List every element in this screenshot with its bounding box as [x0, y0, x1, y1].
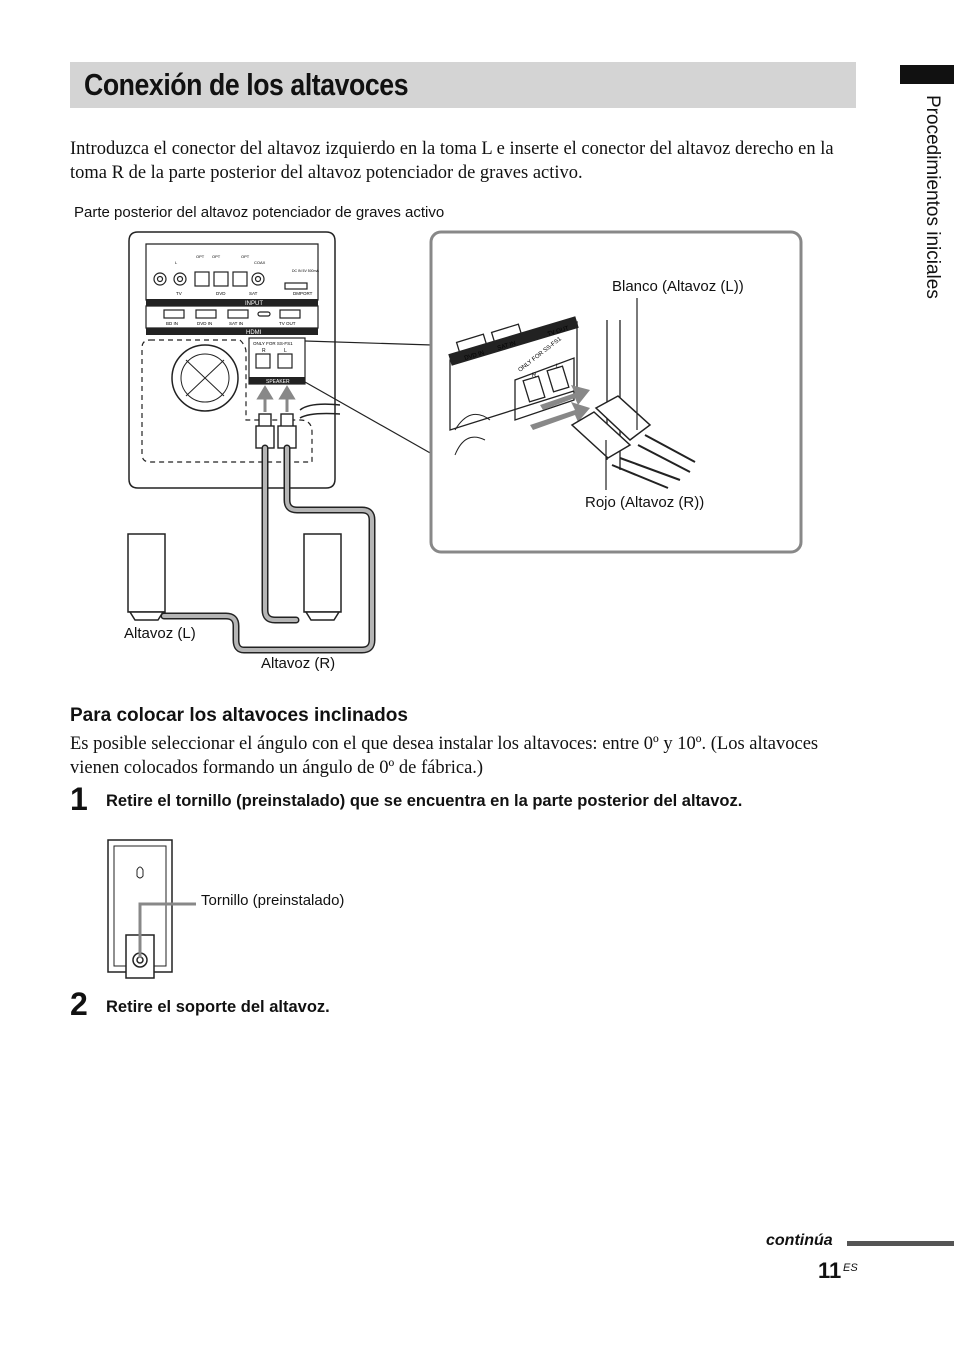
panel-tv-label: TV — [176, 291, 182, 296]
label-red-right: Rojo (Altavoz (R)) — [585, 494, 705, 511]
panel-dvd-label: DVD — [216, 291, 226, 296]
panel-opt1-label: OPT — [196, 254, 205, 259]
section-heading: Para colocar los altavoces inclinados — [70, 705, 408, 726]
step-2-number: 2 — [70, 986, 88, 1022]
panel-spk-r-label: R — [262, 348, 266, 354]
speaker-cables — [160, 444, 376, 654]
panel-spk-l-label: L — [284, 348, 287, 354]
screw-leader-line — [138, 902, 196, 958]
side-tab-marker — [900, 65, 954, 84]
panel-onlyfor-label: ONLY FOR SS-FS1 — [253, 341, 293, 346]
zoom-r-label: R — [532, 373, 537, 379]
side-section-label: Procedimientos iniciales — [922, 95, 943, 299]
intro-paragraph: Introduzca el conector del altavoz izqui… — [70, 139, 834, 183]
panel-dmport-label: DMPORT — [293, 291, 313, 296]
step-1-number: 1 — [70, 781, 88, 817]
panel-bdin-label: BD IN — [166, 321, 178, 326]
panel-opt2-label: OPT — [212, 254, 221, 259]
panel-satin-label: SAT IN — [229, 321, 243, 326]
page-title: Conexión de los altavoces — [84, 67, 409, 102]
zoom-hdmi-label: HDMI — [514, 362, 533, 374]
section-paragraph: Es posible seleccionar el ángulo con el … — [70, 734, 819, 778]
speaker-band — [249, 377, 305, 384]
panel-hdmi-label: HDMI — [246, 330, 262, 336]
continues-bar — [847, 1241, 954, 1246]
label-speaker-left: Altavoz (L) — [124, 625, 196, 642]
panel-dvdin-label: DVD IN — [197, 321, 212, 326]
zoom-dvdin-label: DVD IN — [464, 350, 485, 362]
continues-label: continúa — [766, 1232, 833, 1249]
step-1-text: Retire el tornillo (preinstalado) que se… — [106, 792, 743, 810]
label-screw: Tornillo (preinstalado) — [201, 892, 345, 909]
zoom-satin-label: SAT IN — [497, 341, 517, 352]
step-2-text: Retire el soporte del altavoz. — [106, 998, 330, 1016]
panel-input-label: INPUT — [245, 301, 263, 307]
zoom-l-label: L — [556, 364, 560, 370]
zoom-panel — [429, 230, 803, 554]
panel-tvout-label: TV OUT — [279, 321, 296, 326]
zoom-cables — [611, 434, 696, 489]
page-number: 11 — [818, 1258, 842, 1283]
plug-arrows — [256, 385, 296, 412]
panel-coax-label: COAX — [254, 260, 266, 265]
input-connectors — [153, 271, 308, 290]
input-band — [146, 299, 318, 306]
label-speaker-right: Altavoz (R) — [261, 655, 336, 672]
speaker-right-icon — [303, 533, 342, 621]
plug-connectors — [255, 413, 297, 449]
title-bar — [70, 62, 856, 108]
speaker-left-icon — [127, 533, 166, 621]
panel-l-label: L — [175, 260, 178, 265]
label-white-left: Blanco (Altavoz (L)) — [612, 278, 744, 295]
panel-dcin-label: DC IN 5V 500mA — [292, 269, 320, 273]
hdmi-band — [146, 328, 318, 335]
subwoofer-rear-panel — [128, 231, 336, 489]
figure1-caption: Parte posterior del altavoz potenciador … — [74, 204, 445, 221]
panel-sat-label: SAT — [249, 291, 258, 296]
panel-speaker-label: SPEAKER — [266, 379, 290, 385]
panel-opt3-label: OPT — [241, 254, 250, 259]
page-language: ES — [843, 1262, 858, 1274]
zoom-arrows — [530, 385, 590, 430]
